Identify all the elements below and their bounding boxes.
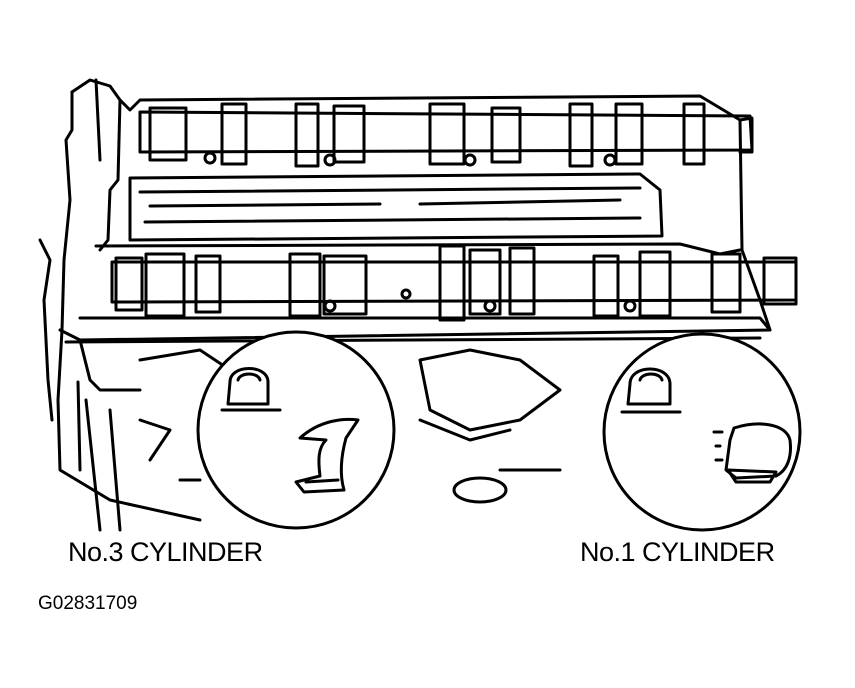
cylinder-head-outline [40, 80, 770, 530]
label-no1-cylinder: No.1 CYLINDER [580, 537, 775, 567]
detail-circle-cylinder-1 [604, 334, 800, 530]
lower-camshaft [112, 246, 796, 320]
figure-code: G02831709 [38, 593, 138, 614]
upper-camshaft [140, 104, 752, 166]
detail-circle-cylinder-3 [198, 332, 394, 528]
cylinder-head-deck [66, 318, 770, 502]
label-no3-cylinder: No.3 CYLINDER [68, 537, 263, 567]
upper-cam-housing [96, 174, 740, 254]
